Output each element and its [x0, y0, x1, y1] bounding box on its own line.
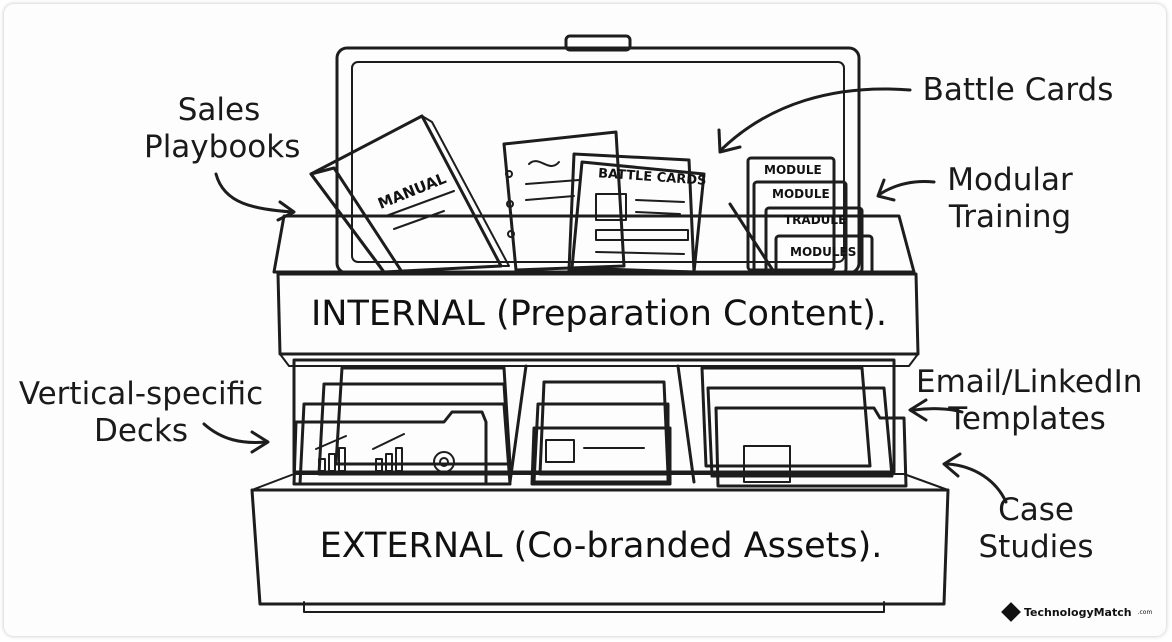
- diamond-logo-icon: [1001, 602, 1021, 622]
- callout-modular-training: Modular Training: [930, 162, 1090, 236]
- arrow-vertical-decks: [202, 422, 268, 444]
- callout-sales-playbooks: Sales Playbooks: [144, 92, 301, 166]
- callout-line: Studies: [978, 529, 1094, 565]
- callout-line: Playbooks: [144, 129, 301, 165]
- module-card-4: MODULES: [790, 245, 857, 259]
- lower-cabinet: [292, 358, 896, 474]
- callout-case-studies: Case Studies: [976, 492, 1096, 566]
- callout-line: Sales: [177, 92, 261, 128]
- callout-line: Battle Cards: [922, 72, 1114, 108]
- arrow-battle-cards-head: [717, 128, 742, 154]
- arrow-modular-training: [878, 180, 936, 196]
- internal-band-text: INTERNAL (Preparation Content).: [310, 294, 887, 334]
- arrow-email-templates: [912, 407, 964, 414]
- manual-book: [309, 114, 510, 274]
- callout-email-templates: Email/LinkedIn Templates: [916, 364, 1143, 438]
- external-band-text: EXTERNAL (Co-branded Assets).: [319, 526, 883, 566]
- callout-line: Modular: [947, 162, 1073, 198]
- vertical-decks-folders: [292, 366, 512, 486]
- brand-name: TechnologyMatch: [1024, 605, 1132, 619]
- lid-inner: [351, 61, 845, 263]
- module-card-3: TRADULE: [784, 213, 847, 227]
- lid-handle: [564, 34, 632, 52]
- arrow-case-studies-head: [942, 452, 962, 478]
- battle-cards-document: [567, 152, 706, 274]
- callout-line: Decks: [93, 413, 189, 449]
- upper-tray-back: [272, 214, 916, 274]
- callout-line: Email/LinkedIn: [916, 364, 1143, 400]
- arrow-sales-playbooks: [214, 172, 294, 214]
- module-card-1: MODULE: [764, 163, 822, 177]
- module-card-2: MODULE: [772, 187, 830, 201]
- module-cards: [746, 156, 874, 276]
- external-band: [250, 488, 950, 606]
- brand-logo: TechnologyMatch .com: [1001, 601, 1153, 623]
- callout-line: Vertical-specific: [18, 376, 264, 412]
- arrow-battle-cards: [720, 87, 912, 151]
- arrow-vertical-decks-head: [250, 430, 270, 454]
- callout-battle-cards: Battle Cards: [908, 72, 1128, 109]
- brand-suffix: .com: [1137, 608, 1153, 616]
- notebook-sheet: [502, 130, 626, 272]
- email-templates-folders: [700, 366, 908, 488]
- arrow-modular-training-head: [876, 178, 896, 202]
- illustration-frame: MANUAL BATTLE CARDS MODULE MODULE TRADUL…: [4, 4, 1166, 636]
- callout-line: Training: [948, 199, 1072, 235]
- middle-folders: [530, 380, 672, 486]
- arrow-sales-playbooks-head: [276, 200, 296, 222]
- arrow-email-templates-head: [908, 398, 928, 422]
- callout-vertical-decks: Vertical-specific Decks: [16, 376, 266, 450]
- callout-line: Templates: [948, 401, 1106, 437]
- toolbox-illustration: [202, 34, 1008, 613]
- arrow-case-studies: [946, 462, 1008, 504]
- callout-line: Case: [998, 492, 1074, 528]
